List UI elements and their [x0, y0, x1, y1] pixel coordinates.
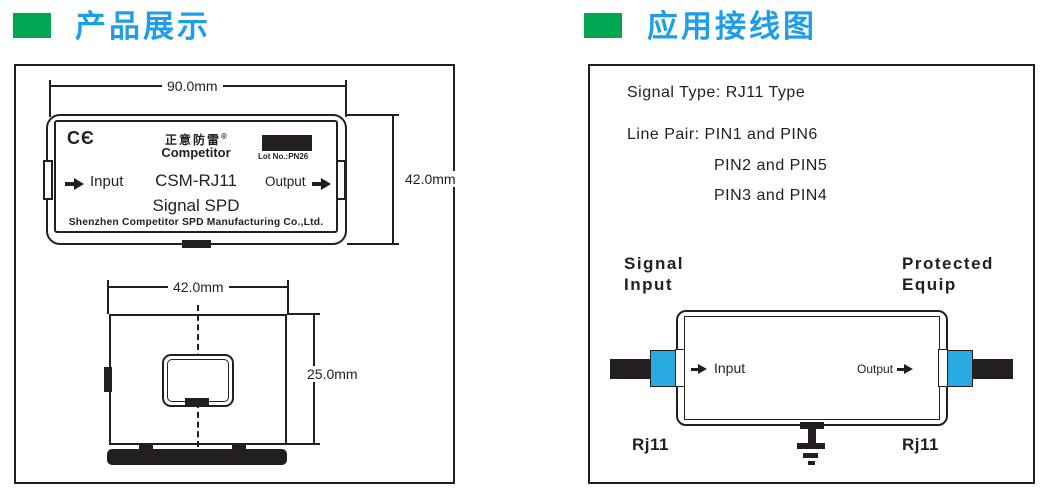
base-tab: [232, 445, 246, 451]
front-output-label: Output: [265, 174, 306, 189]
input-cable: [610, 359, 650, 379]
dim-ext-line: [347, 243, 399, 245]
company-name: Shenzhen Competitor SPD Manufacturing Co…: [68, 217, 324, 228]
dim-ext-line: [107, 280, 109, 314]
bottom-clip: [182, 240, 211, 248]
arrow-right-icon: [897, 364, 913, 374]
dim-line-height: [392, 114, 394, 245]
line-pair-line-3: PIN3 and PIN4: [714, 187, 828, 204]
model-number: CSM-RJ11: [155, 171, 237, 190]
green-square-icon: [13, 13, 51, 38]
signal-input-label-line2: Input: [624, 275, 674, 294]
ground-icon: [800, 422, 824, 429]
lot-label-box: [262, 135, 312, 151]
protected-equip-label-line1: Protected: [902, 254, 994, 273]
wiring-diagram-panel: Signal Type: RJ11 Type Line Pair: PIN1 a…: [588, 64, 1035, 484]
product-type: Signal SPD: [152, 196, 240, 215]
signal-type-line: Signal Type: RJ11 Type: [627, 84, 806, 101]
rj11-socket-inner: [167, 359, 229, 402]
spd-left-port: [675, 349, 685, 387]
brand-english: Competitor: [161, 145, 231, 160]
lot-number: Lot No.:PN26: [258, 152, 309, 161]
front-input-label: Input: [90, 173, 124, 190]
dim-ext-line: [49, 80, 51, 117]
left-section-title: 产品展示: [75, 9, 211, 44]
mounting-base: [107, 449, 287, 465]
ce-mark: CЄ: [67, 128, 95, 148]
green-square-icon: [584, 13, 622, 38]
wiring-output-label: Output: [857, 362, 894, 376]
front-width-dim: 90.0mm: [162, 78, 223, 94]
device-front-face: CЄ 正意防雷® Competitor Lot No.:PN26 Input C…: [54, 120, 338, 233]
output-cable: [973, 359, 1013, 379]
front-height-dim: 42.0mm: [400, 171, 461, 187]
mount-clip-left: [43, 160, 53, 200]
arrow-right-icon: [65, 178, 84, 190]
product-display-panel: 90.0mm 42.0mm CЄ 正意防雷® Competitor Lot No…: [14, 64, 461, 484]
side-height-dim: 25.0mm: [302, 366, 363, 382]
socket-latch: [185, 398, 209, 407]
brand-chinese: 正意防雷®: [165, 132, 227, 147]
arrow-right-icon: [691, 364, 707, 374]
dim-ext-line: [347, 114, 399, 116]
side-clip: [104, 367, 112, 392]
line-pair-line-2: PIN2 and PIN5: [714, 157, 828, 174]
ground-icon: [808, 429, 816, 445]
ground-icon: [803, 453, 818, 458]
input-rj11-plug: [650, 350, 676, 387]
right-section-title: 应用接线图: [647, 9, 817, 44]
ground-icon: [797, 443, 825, 449]
mount-clip-right: [336, 160, 346, 200]
dim-ext-line: [287, 313, 320, 315]
side-width-dim: 42.0mm: [168, 279, 229, 295]
wiring-input-label: Input: [714, 360, 746, 376]
output-rj11-plug: [947, 350, 973, 387]
protected-equip-label-line2: Equip: [902, 275, 957, 294]
arrow-right-icon: [312, 178, 331, 190]
dim-ext-line: [287, 443, 320, 445]
registered-mark: ®: [221, 132, 227, 141]
base-tab: [139, 445, 153, 451]
left-plug-label: Rj11: [632, 435, 669, 454]
right-plug-label: Rj11: [902, 435, 939, 454]
ground-icon: [808, 461, 815, 465]
dim-ext-line: [345, 80, 347, 117]
signal-input-label-line1: Signal: [624, 254, 685, 273]
dim-ext-line: [287, 280, 289, 314]
line-pair-line-1: Line Pair: PIN1 and PIN6: [627, 126, 818, 143]
